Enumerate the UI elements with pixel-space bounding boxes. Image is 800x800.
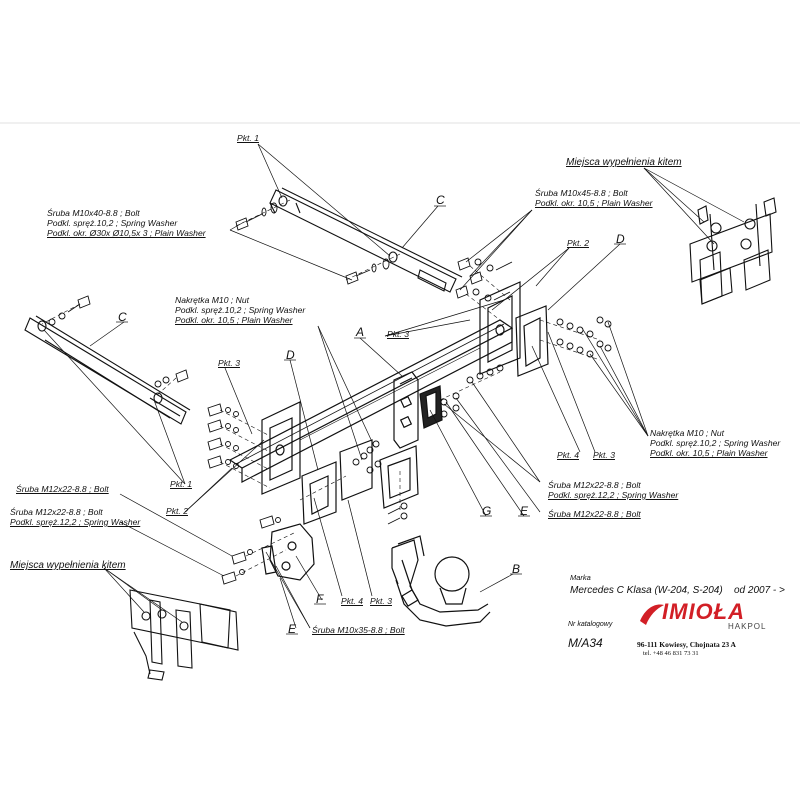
logo-subtitle: HAKPOL (728, 622, 767, 631)
label-screw-left-1: Śruba M10x40-8.8 ; Bolt (47, 208, 140, 218)
label-pkt1-top: Pkt. 1 (237, 133, 259, 143)
label-pkt3-bottom: Pkt. 3 (370, 596, 392, 606)
side-plate-e (261, 523, 315, 581)
label-part-f: F (316, 592, 324, 606)
label-pkt2-right: Pkt. 2 (567, 238, 589, 248)
label-screw-left-3: Podkl. okr. Ø30x Ø10,5x 3 ; Plain Washer (47, 228, 206, 238)
catalog-number: M/A34 (568, 636, 603, 650)
label-part-e-right: E (520, 504, 529, 518)
fasteners (48, 202, 612, 585)
label-screw-right-2: Podkl. okr. 10,5 ; Plain Washer (535, 198, 653, 208)
label-putty-top: Miejsca wypełnienia kitem (566, 157, 682, 168)
label-part-d-right: D (616, 232, 625, 246)
letter-underlines (116, 205, 626, 635)
label-part-d-mid: D (286, 348, 295, 362)
label-m12-left-2: Śruba M12x22-8.8 ; Bolt (10, 507, 103, 517)
model-name: Mercedes C Klasa (W-204, S-204) (570, 585, 723, 596)
label-pkt3-mid: Pkt. 3 (387, 329, 409, 339)
label-nut-right-2: Podkl. spręż.10,2 ; Spring Washer (650, 438, 781, 448)
label-part-g: G (482, 504, 492, 518)
logo-wordmark: IMIOŁA (662, 599, 745, 624)
label-pkt4-bottom: Pkt. 4 (341, 596, 363, 606)
bracket-c-top (269, 187, 463, 293)
label-screw-right-1: Śruba M10x45-8.8 ; Bolt (535, 188, 628, 198)
label-m12-left-3: Podkl. spręż.12,2 ; Spring Washer (10, 517, 141, 527)
label-m10x35: Śruba M10x35-8.8 ; Bolt (312, 625, 405, 635)
label-nut-right-1: Nakrętka M10 ; Nut (650, 428, 725, 438)
label-part-c-left: C (118, 310, 127, 324)
model-year: od 2007 - > (734, 585, 785, 596)
label-nut-mid-3: Podkl. okr. 10,5 ; Plain Washer (175, 315, 293, 325)
company-logo: IMIOŁA HAKPOL (636, 597, 776, 637)
bracket-g (419, 385, 443, 429)
label-pkt3-right: Pkt. 3 (593, 450, 615, 460)
company-address: 96-111 Kowiesy, Chojnata 23 A (637, 640, 736, 649)
label-m12-left-1: Śruba M12x22-8.8 ; Bolt (16, 484, 109, 494)
label-part-e-bottom: E (288, 622, 297, 636)
label-nut-mid-1: Nakrętka M10 ; Nut (175, 295, 250, 305)
label-m12-right-1: Śruba M12x22-8.8 ; Bolt (548, 480, 641, 490)
label-pkt3-left: Pkt. 3 (218, 358, 240, 368)
label-part-b: B (512, 562, 521, 576)
label-m12-right-2: Podkl. spręż.12,2 ; Spring Washer (548, 490, 679, 500)
label-pkt2-left: Pkt. 2 (166, 506, 188, 516)
catalog-label: Nr katalogowy (568, 621, 613, 628)
logo-swoosh-icon (640, 604, 664, 625)
inset-bottom-left (129, 589, 239, 681)
label-nut-right-3: Podkl. okr. 10,5 ; Plain Washer (650, 448, 768, 458)
tow-ball-b (391, 535, 491, 627)
label-pkt1-left: Pkt. 1 (170, 479, 192, 489)
label-part-a: A (356, 325, 365, 339)
company-phone: tel. +48 46 831 73 31 (643, 650, 699, 657)
marka-label: Marka (570, 573, 591, 582)
label-part-c-top: C (436, 193, 445, 207)
leader-lines (43, 143, 745, 629)
label-pkt4-right: Pkt. 4 (557, 450, 579, 460)
label-putty-bottom: Miejsca wypełnienia kitem (10, 560, 126, 571)
inset-top-right (689, 197, 777, 305)
bracket-c-left (24, 315, 191, 425)
label-screw-left-2: Podkl. spręż.10,2 ; Spring Washer (47, 218, 178, 228)
label-nut-mid-2: Podkl. spręż.10,2 ; Spring Washer (175, 305, 306, 315)
label-m12-right-3: Śruba M12x22-8.8 ; Bolt (548, 509, 641, 519)
